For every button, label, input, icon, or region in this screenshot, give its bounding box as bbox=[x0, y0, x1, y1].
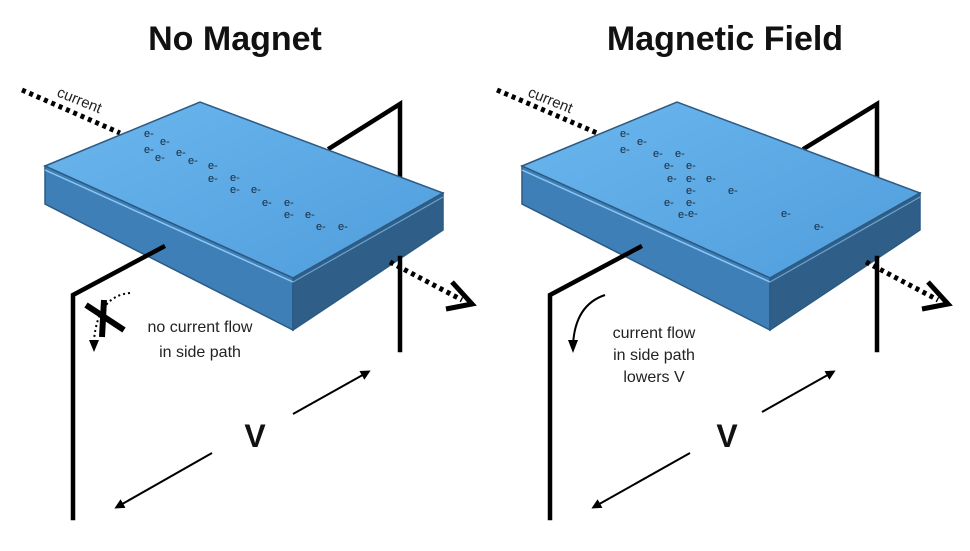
electron: e- bbox=[208, 160, 218, 172]
electron: e- bbox=[686, 160, 696, 172]
electron: e- bbox=[637, 136, 647, 148]
electron: e- bbox=[664, 160, 674, 172]
left-current-label: current bbox=[55, 84, 105, 118]
left-no-flow-mark bbox=[84, 292, 131, 352]
electron: e- bbox=[230, 172, 240, 184]
left-current-out-line bbox=[388, 259, 464, 303]
electron: e- bbox=[678, 209, 688, 221]
electron: e- bbox=[706, 173, 716, 185]
left-current-in-line bbox=[20, 87, 122, 136]
left-voltage-arrow-down bbox=[114, 452, 213, 509]
electron: e- bbox=[305, 209, 315, 221]
right-panel: Magnetic Field current e- e- e- e- e- e-… bbox=[496, 20, 953, 521]
electron: e- bbox=[160, 136, 170, 148]
left-current-arrowhead bbox=[445, 280, 477, 312]
left-voltage-arrow-up bbox=[292, 370, 371, 415]
left-note-line1: no current flow bbox=[148, 319, 253, 336]
electron: e- bbox=[316, 221, 326, 233]
right-front-wire bbox=[547, 243, 644, 521]
right-current-arrowhead bbox=[921, 280, 953, 312]
electron: e- bbox=[686, 197, 696, 209]
right-note-line1: current flow bbox=[613, 325, 696, 342]
right-back-wire bbox=[801, 99, 880, 208]
electron: e- bbox=[144, 128, 154, 140]
right-voltage-label: V bbox=[716, 418, 738, 454]
electron: e- bbox=[155, 152, 165, 164]
electron: e- bbox=[781, 208, 791, 220]
right-title: Magnetic Field bbox=[607, 20, 843, 58]
electron: e- bbox=[338, 221, 348, 233]
left-note-line2: in side path bbox=[159, 344, 241, 361]
right-voltage-arrow-down bbox=[591, 452, 691, 509]
left-slab bbox=[43, 101, 445, 332]
electron: e- bbox=[620, 144, 630, 156]
left-title: No Magnet bbox=[148, 20, 322, 58]
right-current-out-line bbox=[864, 259, 940, 303]
left-back-wire bbox=[326, 99, 403, 208]
electron: e- bbox=[262, 197, 272, 209]
electron: e- bbox=[686, 185, 696, 197]
right-electrons: e- e- e- e- e- e- e- e- e- e- e- e- e- e… bbox=[620, 128, 824, 233]
electron: e- bbox=[284, 197, 294, 209]
right-note-line2: in side path bbox=[613, 347, 695, 364]
electron: e- bbox=[251, 184, 261, 196]
left-electrons: e- e- e- e- e- e- e- e- e- e- e- e- e- e… bbox=[144, 128, 348, 233]
electron: e- bbox=[230, 184, 240, 196]
electron: e- bbox=[620, 128, 630, 140]
electron: e- bbox=[728, 185, 738, 197]
electron: e- bbox=[675, 148, 685, 160]
electron: e- bbox=[144, 144, 154, 156]
electron: e- bbox=[176, 147, 186, 159]
right-flow-arrow bbox=[568, 294, 606, 353]
electron: e- bbox=[664, 197, 674, 209]
right-slab bbox=[520, 101, 922, 332]
electron: e- bbox=[208, 173, 218, 185]
electron: e- bbox=[667, 173, 677, 185]
electron: e- bbox=[653, 148, 663, 160]
left-voltage-label: V bbox=[244, 418, 266, 454]
electron: e- bbox=[686, 173, 696, 185]
right-current-in-line bbox=[496, 87, 598, 136]
right-note-line3: lowers V bbox=[623, 369, 685, 386]
electron: e- bbox=[188, 155, 198, 167]
electron: e- bbox=[284, 209, 294, 221]
left-panel: No Magnet current e- e- e- e- e- e- e- e… bbox=[20, 20, 477, 521]
right-voltage-arrow-up bbox=[761, 370, 836, 413]
electron: e- bbox=[688, 208, 698, 220]
left-front-wire bbox=[70, 243, 167, 521]
electron: e- bbox=[814, 221, 824, 233]
